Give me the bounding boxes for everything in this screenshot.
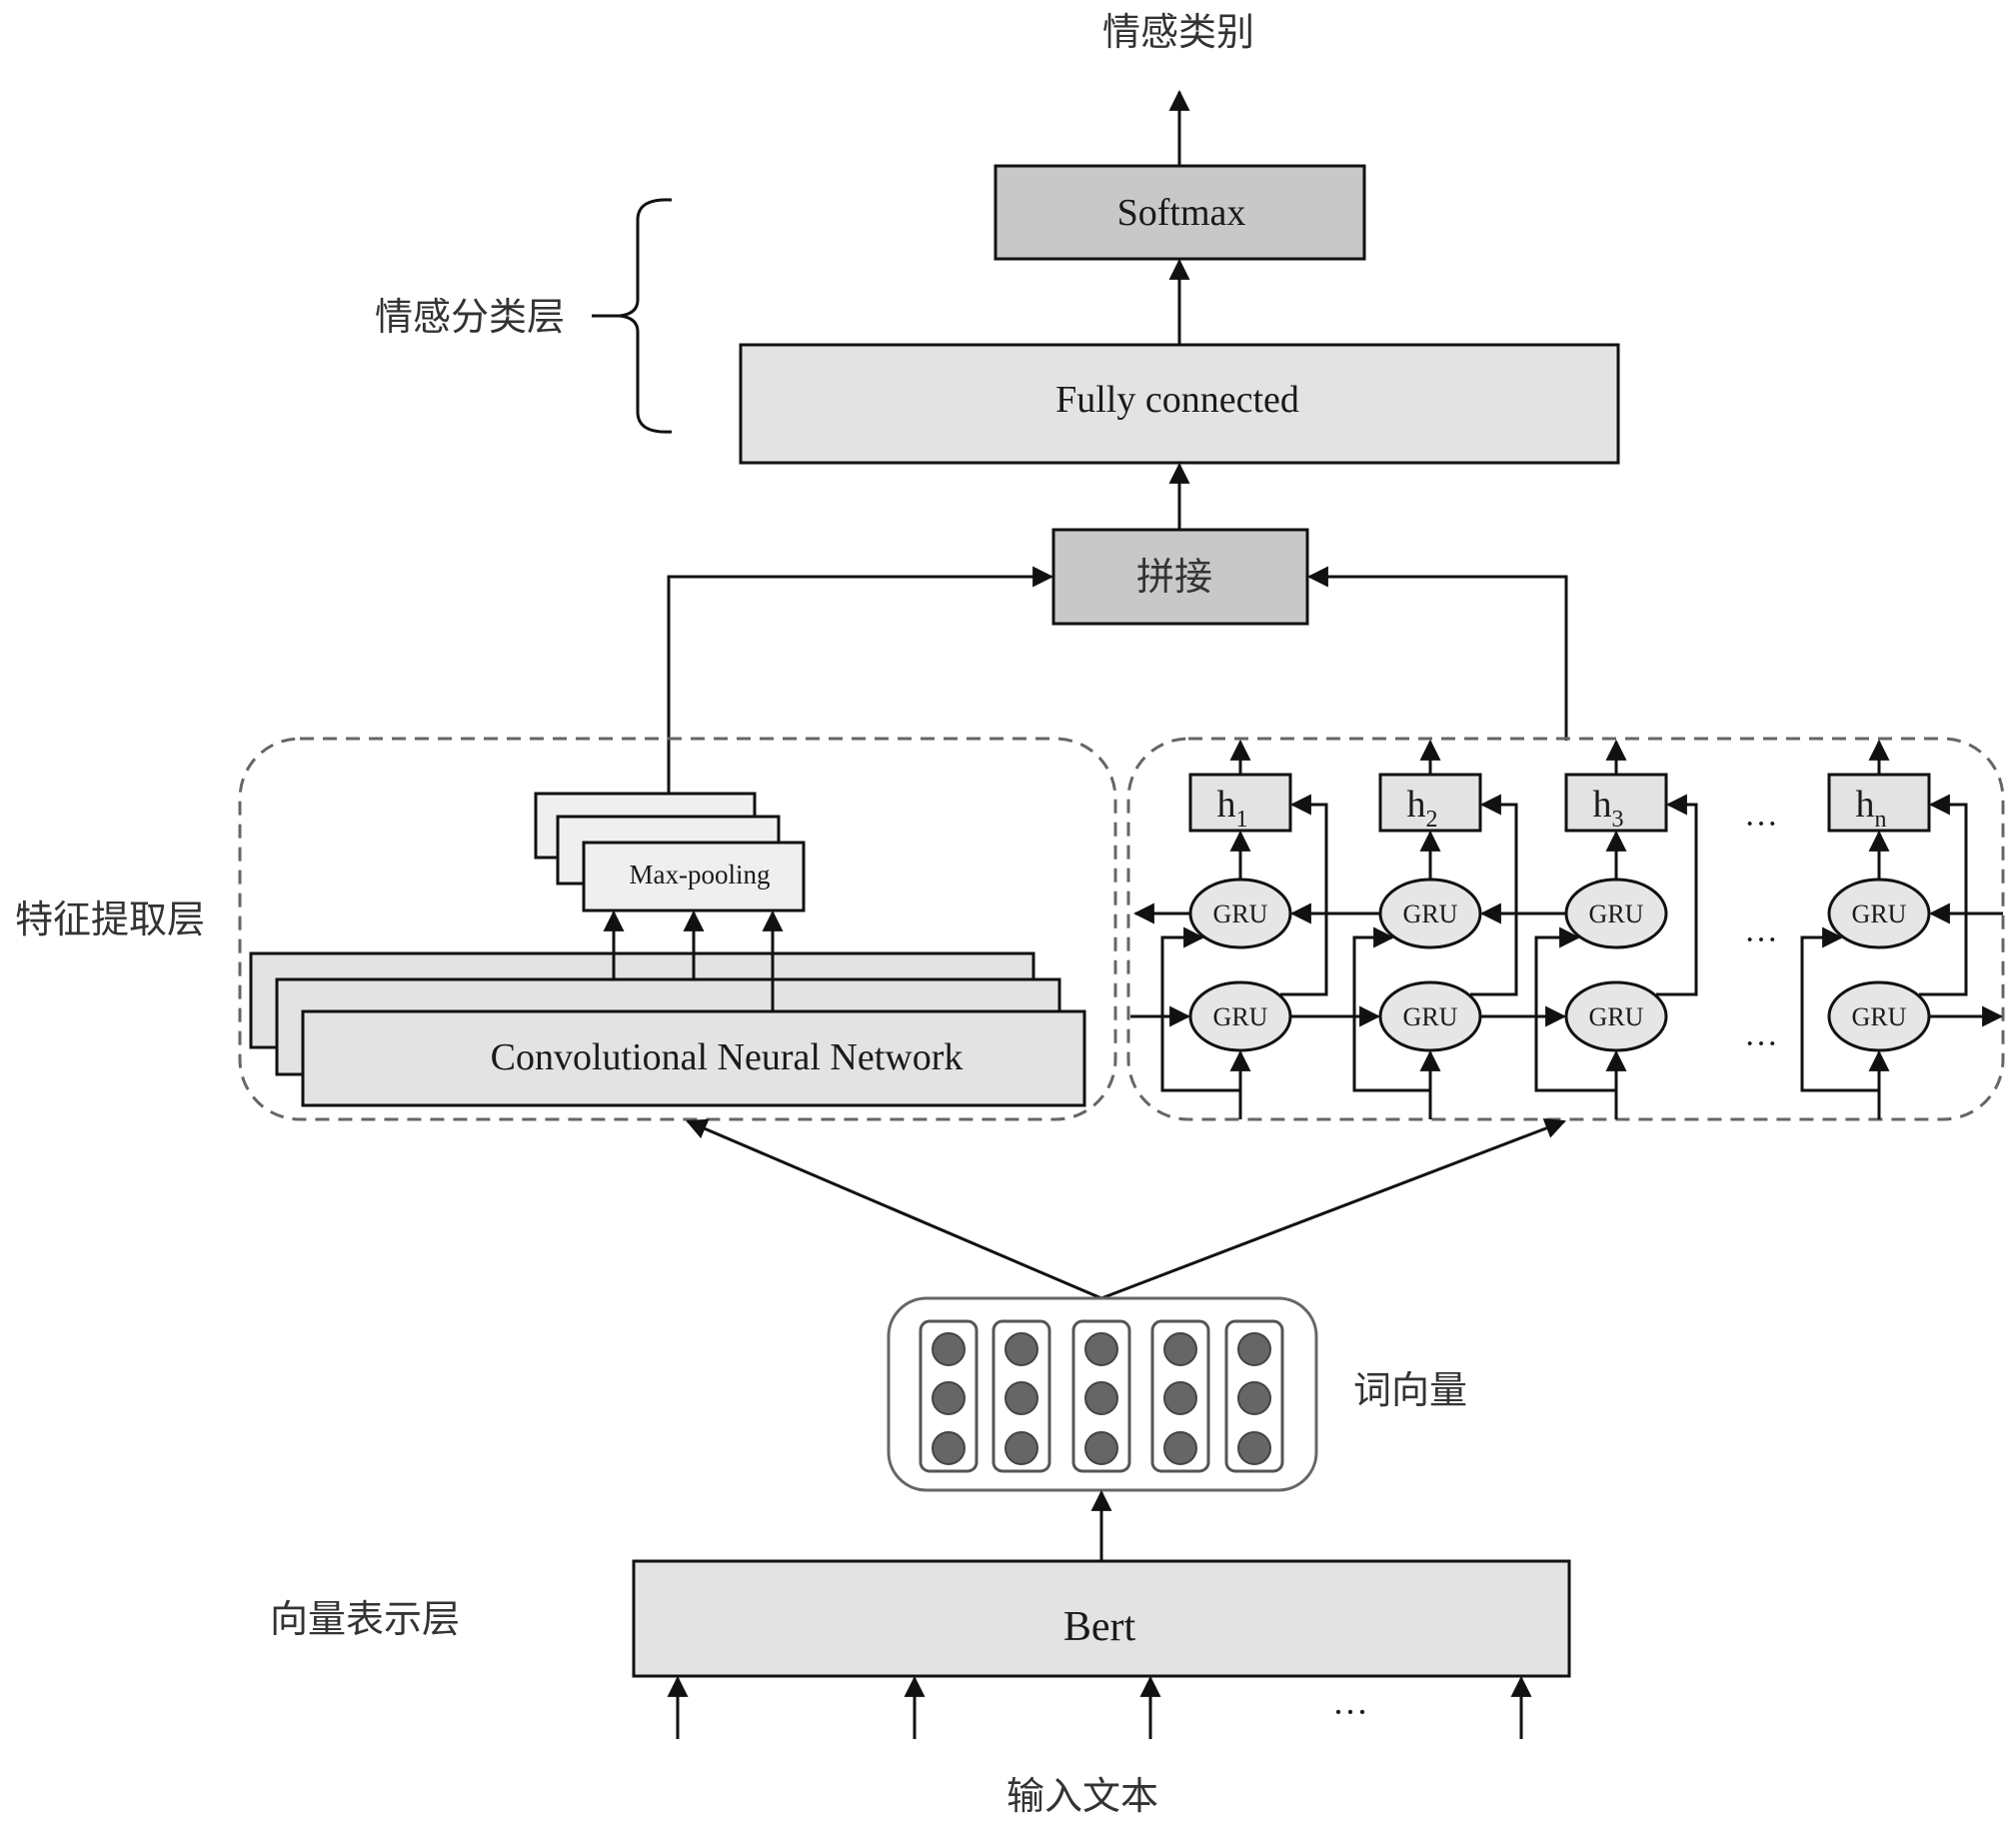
forward-gru-cell: GRU — [1188, 980, 1292, 1052]
max-pooling-stack: Max-pooling — [534, 792, 806, 912]
gru-label: GRU — [1852, 900, 1907, 928]
backward-gru-cell: GRU — [1378, 878, 1482, 949]
embedding-unit — [1005, 1431, 1038, 1465]
cnn-label: Convolutional Neural Network — [491, 1036, 964, 1078]
fully-connected-block: Fully connected — [739, 343, 1620, 465]
embedding-unit — [932, 1381, 966, 1415]
embedding-unit — [1237, 1381, 1271, 1415]
sequence-ellipsis: ··· — [1744, 1025, 1778, 1062]
gru-label: GRU — [1589, 1002, 1644, 1031]
embedding-unit — [1237, 1332, 1271, 1366]
gru-label: GRU — [1213, 1002, 1268, 1031]
sequence-ellipsis: ··· — [1744, 921, 1778, 958]
softmax-label: Softmax — [1117, 192, 1246, 234]
embedding-unit — [1237, 1431, 1271, 1465]
input-to-backward-gru-arrow — [1534, 926, 1616, 1092]
backward-gru-cell: GRU — [1827, 878, 1931, 949]
gru-to-concat-arrow — [1306, 566, 1568, 741]
concat-block: 拼接 — [1051, 528, 1309, 626]
forward-to-hidden-arrow — [1470, 794, 1518, 996]
embedding-vector-4 — [1150, 1319, 1210, 1473]
hidden-state-label: hn — [1856, 784, 1887, 833]
softmax-block: Softmax — [994, 164, 1366, 261]
embedding-vector-5 — [1224, 1319, 1284, 1473]
gru-label: GRU — [1589, 900, 1644, 928]
input-to-backward-gru-arrow — [1800, 926, 1879, 1092]
fully-connected-label: Fully connected — [1055, 379, 1299, 421]
embedding-vector-2 — [992, 1319, 1051, 1473]
embedding-to-gru-arrow — [1100, 1117, 1566, 1300]
forward-to-hidden-arrow — [1280, 794, 1328, 996]
forward-gru-cell: GRU — [1564, 980, 1668, 1052]
hidden-state-label: h3 — [1593, 784, 1624, 833]
word-embedding-vectors — [919, 1319, 1284, 1473]
backward-gru-cell: GRU — [1188, 878, 1292, 949]
classification-layer-label: 情感分类层 — [375, 295, 565, 339]
bigru-container — [1126, 737, 2005, 1121]
forward-to-hidden-arrow — [1919, 794, 1968, 996]
embedding-unit — [1005, 1381, 1038, 1415]
embedding-unit — [1163, 1381, 1197, 1415]
cnn-stack: Convolutional Neural Network — [249, 951, 1086, 1107]
embedding-vector-3 — [1071, 1319, 1131, 1473]
embedding-unit — [1084, 1431, 1118, 1465]
output-label: 情感类别 — [1102, 10, 1254, 54]
bigru-network: h1GRUGRUh2GRUGRUh3GRUGRUhnGRUGRU········… — [1130, 739, 2004, 1119]
input-to-backward-gru-arrow — [1160, 926, 1240, 1092]
concat-label: 拼接 — [1136, 555, 1212, 599]
backward-gru-cell: GRU — [1564, 878, 1668, 949]
input-text-label: 输入文本 — [1007, 1774, 1158, 1818]
embedding-vector-1 — [919, 1319, 979, 1473]
embedding-unit — [1084, 1332, 1118, 1366]
gru-label: GRU — [1403, 1002, 1458, 1031]
gru-label: GRU — [1403, 900, 1458, 928]
word-embedding-label: 词向量 — [1353, 1368, 1467, 1412]
bert-label: Bert — [1063, 1604, 1136, 1650]
sequence-ellipsis: ··· — [1744, 806, 1778, 843]
cnn-container — [238, 737, 1117, 1121]
forward-gru-cell: GRU — [1378, 980, 1482, 1052]
input-to-backward-gru-arrow — [1352, 926, 1430, 1092]
embedding-unit — [932, 1332, 966, 1366]
classification-brace — [619, 198, 673, 434]
embedding-unit — [1084, 1381, 1118, 1415]
input-ellipsis: ··· — [1332, 1692, 1368, 1732]
vector-representation-layer-label: 向量表示层 — [270, 1597, 460, 1641]
embedding-unit — [932, 1431, 966, 1465]
gru-label: GRU — [1852, 1002, 1907, 1031]
forward-to-hidden-arrow — [1656, 794, 1698, 996]
feature-extraction-layer-label: 特征提取层 — [15, 898, 205, 941]
gru-label: GRU — [1213, 900, 1268, 928]
embedding-to-cnn-arrow — [686, 1118, 1102, 1300]
embedding-unit — [1005, 1332, 1038, 1366]
bert-block: Bert — [632, 1559, 1571, 1678]
embedding-unit — [1163, 1332, 1197, 1366]
forward-gru-cell: GRU — [1827, 980, 1931, 1052]
max-pooling-label: Max-pooling — [630, 860, 771, 890]
cnn-to-concat-arrow — [667, 566, 1054, 812]
embedding-unit — [1163, 1431, 1197, 1465]
